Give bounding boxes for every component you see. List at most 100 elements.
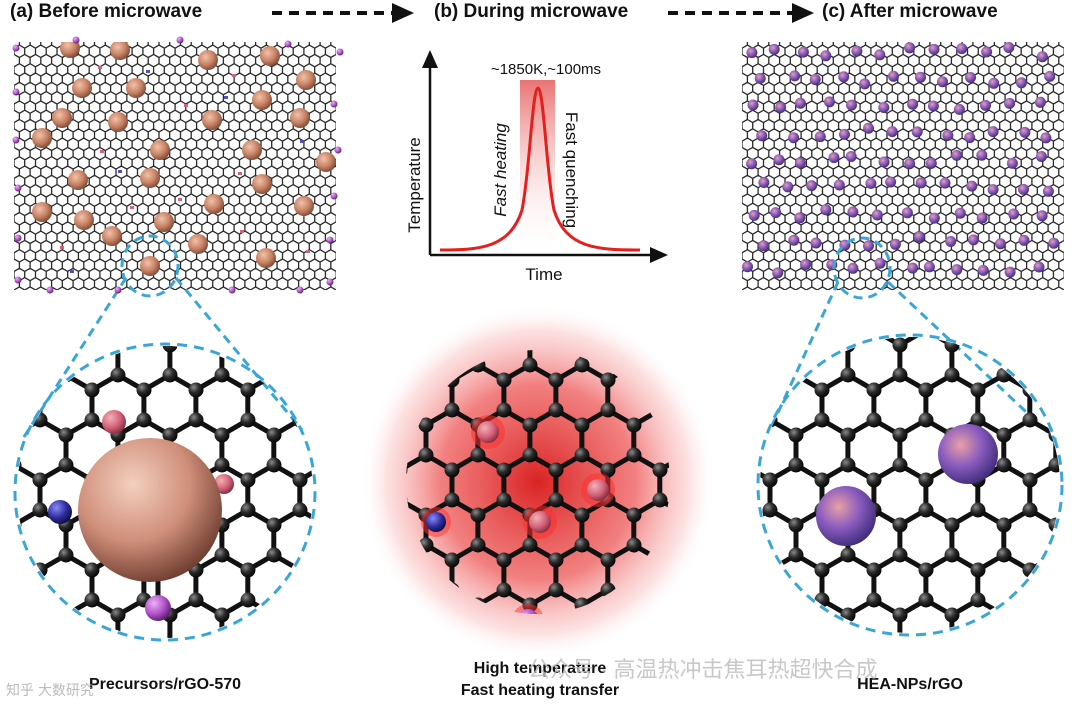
- carbon-atom: [136, 382, 152, 398]
- carbon-atom: [319, 338, 334, 353]
- carbon-atom: [679, 268, 694, 283]
- carbon-atom: [653, 313, 668, 328]
- precursor-fragment: [178, 198, 182, 201]
- carbon-atom: [762, 562, 778, 578]
- carbon-atom: [522, 417, 538, 433]
- precursor-particle: [256, 248, 276, 268]
- carbon-atom: [58, 346, 74, 353]
- carbon-atom: [685, 608, 700, 623]
- carbon-atom: [893, 698, 908, 712]
- carbon-atom: [711, 413, 726, 428]
- precursor-particle: [32, 128, 52, 148]
- carbon-atom: [918, 412, 934, 428]
- precursor-particle: [68, 170, 88, 190]
- carbon-atom: [32, 382, 48, 398]
- precursor-fragment: [100, 150, 104, 153]
- carbon-atom: [496, 462, 512, 478]
- carbon-atom: [393, 313, 408, 328]
- carbon-atom: [522, 447, 538, 463]
- carbon-atom: [737, 638, 752, 653]
- hea-nanoparticle: [1003, 42, 1015, 53]
- zoom-line-after-left: [768, 281, 840, 431]
- precursor-particle: [150, 140, 170, 160]
- hea-nanoparticle: [1018, 183, 1029, 195]
- carbon-atom: [1075, 593, 1080, 608]
- carbon-atom: [892, 607, 908, 623]
- carbon-atom: [685, 338, 700, 353]
- carbon-atom: [626, 507, 642, 523]
- hea-nanoparticle: [939, 177, 951, 189]
- precursor-particle: [140, 256, 160, 276]
- carbon-atom: [188, 382, 204, 398]
- carbon-atom: [419, 628, 434, 643]
- hea-nanoparticle: [1004, 97, 1016, 109]
- carbon-atom: [737, 458, 752, 473]
- hea-nanoparticle: [886, 126, 898, 138]
- carbon-atom: [944, 367, 960, 383]
- hea-nanoparticle: [1036, 210, 1048, 222]
- precursor-particle: [204, 194, 224, 214]
- carbon-atom: [788, 607, 804, 623]
- carbon-atom: [711, 563, 726, 578]
- carbon-atom: [971, 293, 986, 308]
- hea-nanoparticle: [956, 43, 968, 55]
- hea-nanoparticle: [1015, 77, 1027, 89]
- carbon-atom: [600, 402, 616, 418]
- carbon-atom: [32, 472, 48, 488]
- precursor-fragment: [118, 170, 122, 173]
- hea-nanoparticle: [951, 149, 963, 161]
- carbon-atom: [679, 358, 694, 373]
- carbon-atom: [367, 328, 382, 343]
- carbon-atom: [653, 283, 668, 298]
- hea-nanoparticle: [904, 158, 916, 170]
- hea-nanoparticle: [1018, 234, 1030, 246]
- precursor-fragment: [146, 70, 150, 73]
- precursor-particle: [154, 212, 174, 232]
- carbon-atom: [788, 427, 804, 443]
- carbon-atom: [1023, 653, 1038, 668]
- panel-title-after: (c) After microwave: [822, 1, 998, 22]
- carbon-atom: [730, 268, 745, 283]
- carbon-atom: [266, 367, 282, 383]
- y-axis-label: Temperature: [405, 137, 424, 232]
- carbon-atom: [944, 517, 960, 533]
- hea-nanoparticle: [794, 157, 806, 169]
- edge-atom: [334, 146, 342, 154]
- carbon-atom: [1049, 638, 1064, 653]
- carbon-atom: [1075, 473, 1080, 488]
- carbon-atom: [1048, 607, 1060, 623]
- carbon-atom: [730, 328, 745, 343]
- edge-atom: [336, 48, 344, 56]
- carbon-atom: [627, 268, 642, 283]
- carbon-atom: [685, 638, 700, 653]
- carbon-atom: [58, 607, 74, 623]
- zoom-spot-after: [832, 236, 892, 300]
- carbon-atom: [548, 402, 564, 418]
- hea-nanoparticle: [824, 96, 835, 108]
- carbon-atom: [341, 583, 356, 598]
- hea-nanoparticle: [788, 234, 800, 246]
- carbon-atom: [319, 458, 334, 473]
- carbon-atom: [996, 337, 1012, 353]
- precursor-particle: [140, 168, 160, 188]
- hea-nanoparticle: [1035, 151, 1047, 162]
- edge-atom: [330, 100, 338, 108]
- hea-nanoparticle: [794, 97, 806, 109]
- precursor-fragment: [60, 246, 64, 249]
- carbon-atom: [892, 427, 908, 443]
- hea-nanoparticle: [1019, 126, 1031, 138]
- carbon-atom: [162, 346, 178, 353]
- carbon-atom: [33, 323, 48, 338]
- hea-nanoparticle: [889, 238, 901, 250]
- hea-nanoparticle-large: [938, 424, 998, 484]
- hea-nanoparticle: [833, 179, 845, 191]
- heating-label: Fast heating: [491, 123, 510, 217]
- flow-arrow-a-to-b-head: [392, 3, 414, 23]
- zoom-circle-after: [756, 333, 1064, 637]
- hea-nanoparticle: [915, 177, 927, 189]
- hea-nanoparticle: [874, 49, 886, 61]
- zoom-line-after-right: [886, 280, 1058, 442]
- carbon-atom: [315, 358, 330, 373]
- carbon-atom: [866, 562, 882, 578]
